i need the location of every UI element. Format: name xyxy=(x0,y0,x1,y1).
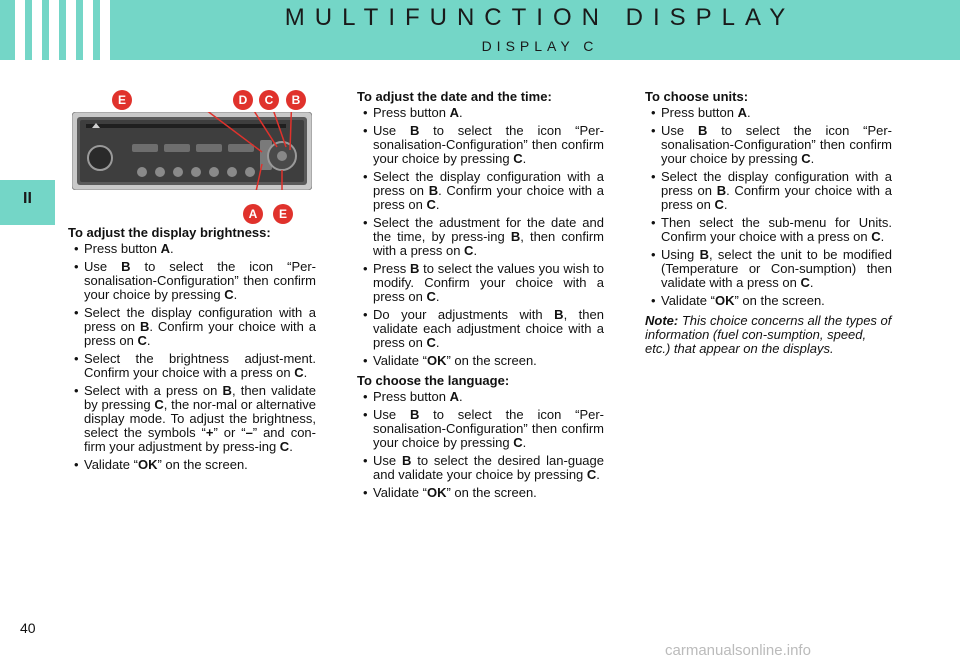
list-item: Press button A. xyxy=(357,106,604,121)
list-item: Press button A. xyxy=(645,106,892,121)
section-heading: To adjust the date and the time: xyxy=(357,89,552,104)
list-item: Select with a press on B, then validate … xyxy=(68,384,316,454)
section-datetime-language: To adjust the date and the time: Press b… xyxy=(357,90,604,506)
header-stripe xyxy=(32,0,42,60)
header-stripe xyxy=(100,0,110,60)
instruction-list: Press button A. Use B to select the icon … xyxy=(645,106,892,309)
list-item: Select the display configuration with a … xyxy=(68,306,316,348)
header-stripe xyxy=(49,0,59,60)
list-item: Validate “OK” on the screen. xyxy=(357,486,604,501)
callout-label: A xyxy=(243,204,263,224)
section-heading: To choose units: xyxy=(645,89,749,104)
instruction-list: Press button A. Use B to select the icon … xyxy=(357,106,604,369)
instruction-list: Press button A. Use B to select the icon … xyxy=(357,390,604,501)
page-title: MULTIFUNCTION DISPLAY xyxy=(284,4,796,31)
list-item: Select the brightness adjust-ment. Confi… xyxy=(68,352,316,380)
list-item: Use B to select the icon “Per-sonalisati… xyxy=(645,124,892,166)
page-subtitle: DISPLAY C xyxy=(481,38,599,54)
list-item: Validate “OK” on the screen. xyxy=(645,294,892,309)
chapter-tab xyxy=(0,180,55,225)
page-number: 40 xyxy=(20,620,36,636)
list-item: Select the display configuration with a … xyxy=(645,170,892,212)
list-item: Press button A. xyxy=(357,390,604,405)
callout-label: B xyxy=(286,90,306,110)
header-stripe xyxy=(66,0,76,60)
list-item: Press B to select the values you wish to… xyxy=(357,262,604,304)
list-item: Use B to select the icon “Per-sonalisati… xyxy=(357,408,604,450)
list-item: Use B to select the desired lan-guage an… xyxy=(357,454,604,482)
list-item: Press button A. xyxy=(68,242,316,257)
section-brightness: To adjust the display brightness: Press … xyxy=(68,226,316,478)
list-item: Validate “OK” on the screen. xyxy=(357,354,604,369)
header-band: MULTIFUNCTION DISPLAY DISPLAY C xyxy=(0,0,960,60)
callout-label: E xyxy=(273,204,293,224)
chapter-label: II xyxy=(23,190,32,207)
list-item: Use B to select the icon “Per-sonalisati… xyxy=(68,260,316,302)
list-item: Validate “OK” on the screen. xyxy=(68,458,316,473)
section-units: To choose units: Press button A. Use B to… xyxy=(645,90,892,356)
radio-unit-illustration xyxy=(72,112,312,190)
header-stripe xyxy=(83,0,93,60)
list-item: Select the display configuration with a … xyxy=(357,170,604,212)
callout-label: C xyxy=(259,90,279,110)
section-heading: To choose the language: xyxy=(357,373,510,388)
watermark-text: carmanualsonline.info xyxy=(665,642,811,659)
header-stripe xyxy=(15,0,25,60)
note-paragraph: Note: This choice concerns all the types… xyxy=(645,314,892,356)
list-item: Use B to select the icon “Per-sonalisati… xyxy=(357,124,604,166)
note-label: Note: xyxy=(645,313,679,328)
list-item: Do your adjustments with B, then validat… xyxy=(357,308,604,350)
list-item: Select the adustment for the date and th… xyxy=(357,216,604,258)
callout-label: D xyxy=(233,90,253,110)
list-item: Then select the sub-menu for Units. Conf… xyxy=(645,216,892,244)
list-item: Using B, select the unit to be modified … xyxy=(645,248,892,290)
instruction-list: Press button A. Use B to select the icon … xyxy=(68,242,316,473)
section-heading: To adjust the display brightness: xyxy=(68,225,271,240)
note-text: This choice concerns all the types of in… xyxy=(645,313,892,356)
callout-label: E xyxy=(112,90,132,110)
